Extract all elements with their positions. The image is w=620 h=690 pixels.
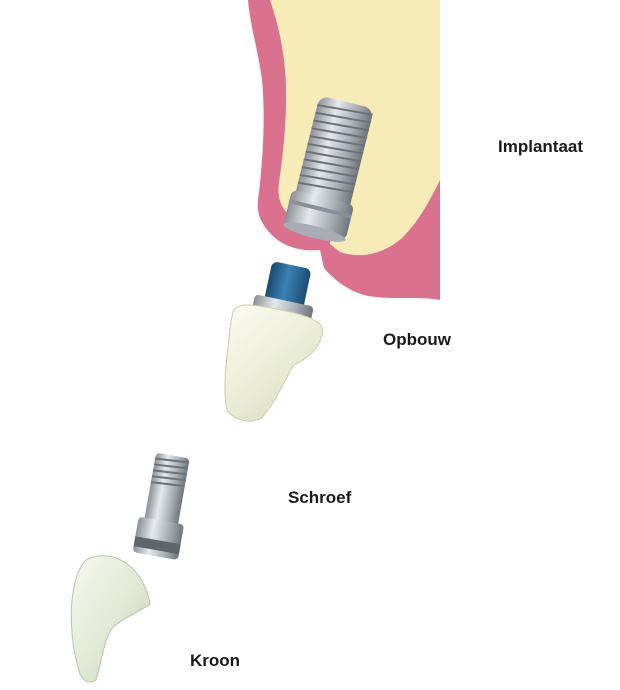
abutment-ceramic [211,300,325,433]
label-abutment: Opbouw [383,331,451,348]
screw [133,452,196,560]
crown-shape [71,556,150,682]
label-crown: Kroon [190,652,240,669]
label-screw: Schroef [288,489,351,506]
abutment [211,255,335,433]
bone-upper-fill [284,0,440,60]
crown [71,556,150,682]
label-implant: Implantaat [498,138,583,155]
